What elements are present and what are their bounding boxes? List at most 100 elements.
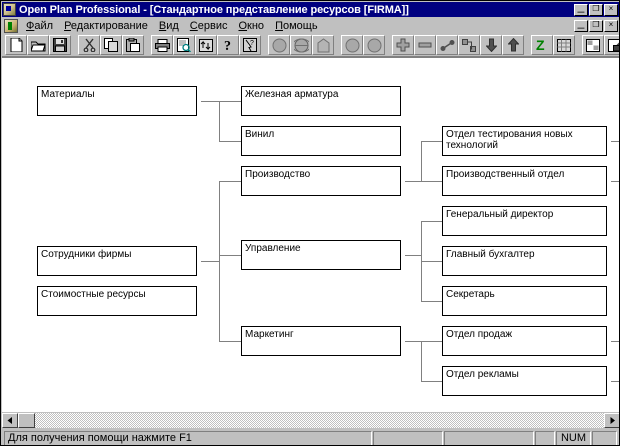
wire-to-otdel-prodazh xyxy=(421,341,442,342)
wire-to-upravlenie xyxy=(219,255,241,256)
status-pane-4 xyxy=(535,430,555,445)
node-gl-buhgalter[interactable]: Главный бухгалтер xyxy=(442,246,607,276)
wire-stub-otdel-reklamy xyxy=(611,381,619,382)
wire-to-marketing xyxy=(219,341,241,342)
remove-minus-icon[interactable] xyxy=(414,35,436,55)
wire-proizvodstvo-out xyxy=(405,181,421,182)
close-icon: × xyxy=(608,3,614,13)
node-sekretar[interactable]: Секретарь xyxy=(442,286,607,316)
status-pane-2 xyxy=(373,430,443,445)
wire-stub-proizv-otdel xyxy=(611,181,619,182)
paste-icon[interactable] xyxy=(122,35,144,55)
status-num-indicator: NUM xyxy=(556,430,591,445)
document-icon[interactable] xyxy=(4,18,18,33)
copy-icon[interactable] xyxy=(100,35,122,55)
menu-item-edit-rest: едактирование xyxy=(70,19,148,32)
mdi-child-controls: _ ❐ × xyxy=(574,19,618,32)
document-client-area[interactable]: Материалы Железная арматура Винил Произв… xyxy=(2,57,619,412)
triangle-left-icon xyxy=(7,416,12,424)
layout-icon[interactable] xyxy=(458,35,480,55)
menu-item-tools[interactable]: Сервис xyxy=(189,19,228,32)
node-proizv-otdel[interactable]: Производственный отдел xyxy=(442,166,607,196)
print-icon[interactable] xyxy=(151,35,173,55)
close-button[interactable]: × xyxy=(604,3,618,16)
node-upravlenie[interactable]: Управление xyxy=(241,240,401,270)
wire-marketing-bus xyxy=(421,341,422,381)
node-zhel-armatura[interactable]: Железная арматура xyxy=(241,86,401,116)
wire-materialy-out xyxy=(201,101,219,102)
node-otdel-prodazh[interactable]: Отдел продаж xyxy=(442,326,607,356)
menu-item-window-rest: кно xyxy=(247,19,265,32)
status-pane-6 xyxy=(592,430,617,445)
wire-upravlenie-out xyxy=(405,255,421,256)
cut-scissors-icon[interactable] xyxy=(78,35,100,55)
horizontal-scrollbar[interactable] xyxy=(2,412,619,428)
scroll-left-button[interactable] xyxy=(2,412,18,428)
restore-icon: ❐ xyxy=(592,3,600,13)
svg-text:?: ? xyxy=(224,39,231,52)
move-down-icon[interactable] xyxy=(480,35,502,55)
wire-to-gl-buhgalter xyxy=(421,261,442,262)
node-stoim-resursy[interactable]: Стоимостные ресурсы xyxy=(37,286,197,316)
app-icon[interactable] xyxy=(3,3,16,16)
window-title: Open Plan Professional - [Стандартное пр… xyxy=(19,3,409,16)
grid-table-icon[interactable] xyxy=(553,35,575,55)
wire-stub-otdel-prodazh xyxy=(611,341,619,342)
scroll-right-button[interactable] xyxy=(604,412,619,428)
move-up-icon[interactable] xyxy=(502,35,524,55)
zoom-z-icon[interactable]: Z xyxy=(531,35,553,55)
circle-resource-icon[interactable] xyxy=(268,35,290,55)
menu-item-window[interactable]: Окно xyxy=(238,19,265,32)
node-proizvodstvo[interactable]: Производство xyxy=(241,166,401,196)
open-folder-icon[interactable] xyxy=(27,35,49,55)
circle-filled2-icon[interactable] xyxy=(363,35,385,55)
scroll-thumb[interactable] xyxy=(18,412,35,428)
save-disk-icon[interactable] xyxy=(49,35,71,55)
new-file-icon[interactable] xyxy=(5,35,27,55)
circle-filled-icon[interactable] xyxy=(341,35,363,55)
node-vinil[interactable]: Винил xyxy=(241,126,401,156)
node-sotrudniki[interactable]: Сотрудники фирмы xyxy=(37,246,197,276)
wire-to-vinil xyxy=(219,141,241,142)
sort-icon[interactable] xyxy=(195,35,217,55)
menu-item-view[interactable]: Вид xyxy=(158,19,179,32)
node-otdel-test[interactable]: Отдел тестирования новых технологий xyxy=(442,126,607,156)
scroll-track[interactable] xyxy=(35,412,604,428)
node-marketing[interactable]: Маркетинг xyxy=(241,326,401,356)
menu-item-edit[interactable]: Редактирование xyxy=(64,19,148,32)
triangle-right-icon xyxy=(610,416,615,424)
menu-item-help[interactable]: Помощь xyxy=(275,19,318,32)
window-cascade-icon[interactable] xyxy=(604,35,619,55)
node-otdel-reklamy[interactable]: Отдел рекламы xyxy=(442,366,607,396)
toolbar: ? ? xyxy=(2,34,619,57)
child-minimize-icon: _ xyxy=(577,19,585,29)
help-arrow-icon[interactable]: ? xyxy=(239,35,261,55)
node-materialy[interactable]: Материалы xyxy=(37,86,197,116)
status-message: Для получения помощи нажмите F1 xyxy=(4,430,372,445)
menu-item-tools-rest: ервис xyxy=(197,19,228,32)
globe-resource-icon[interactable] xyxy=(290,35,312,55)
svg-text:Z: Z xyxy=(536,38,545,52)
help-question-icon[interactable]: ? xyxy=(217,35,239,55)
wire-to-proizv-otdel xyxy=(421,181,442,182)
link-icon[interactable] xyxy=(436,35,458,55)
print-preview-icon[interactable] xyxy=(173,35,195,55)
wire-sotrudniki-bus xyxy=(219,181,220,341)
svg-text:?: ? xyxy=(250,40,254,47)
child-minimize-button[interactable]: _ xyxy=(574,19,588,32)
window-controls: _ ❐ × xyxy=(574,3,618,16)
wire-to-otdel-reklamy xyxy=(421,381,442,382)
minimize-button[interactable]: _ xyxy=(574,3,588,16)
child-restore-button[interactable]: ❐ xyxy=(589,19,603,32)
add-plus-icon[interactable] xyxy=(392,35,414,55)
wire-to-otdel-test xyxy=(421,141,442,142)
node-gen-direktor[interactable]: Генеральный директор xyxy=(442,206,607,236)
menu-item-file[interactable]: Файл xyxy=(26,19,54,32)
restore-button[interactable]: ❐ xyxy=(589,3,603,16)
child-close-button[interactable]: × xyxy=(604,19,618,32)
window-tile-icon[interactable] xyxy=(582,35,604,55)
wire-sotrudniki-out xyxy=(201,261,219,262)
pentagon-resource-icon[interactable] xyxy=(312,35,334,55)
child-restore-icon: ❐ xyxy=(592,19,600,29)
title-bar[interactable]: Open Plan Professional - [Стандартное пр… xyxy=(2,2,619,17)
